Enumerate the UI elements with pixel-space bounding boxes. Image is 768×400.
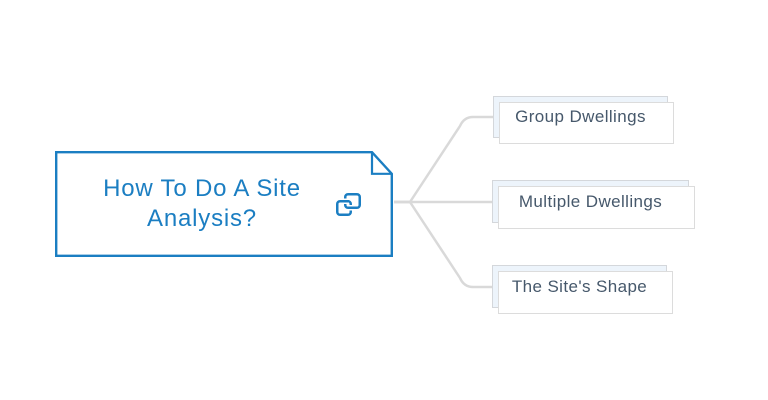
connector-line-top (394, 115, 494, 204)
folded-corner (370, 152, 392, 175)
child-node-the-sites-shape[interactable]: The Site's Shape (492, 265, 673, 314)
root-node[interactable]: How To Do A Site Analysis? (55, 151, 393, 257)
link-icon[interactable] (336, 193, 362, 217)
connector-line-bottom (394, 200, 493, 289)
root-node-title: How To Do A Site Analysis? (103, 175, 301, 232)
note-outline (55, 151, 393, 257)
child-node-group-dwellings[interactable]: Group Dwellings (493, 96, 674, 144)
child-node-multiple-dwellings[interactable]: Multiple Dwellings (492, 180, 695, 229)
child-node-label: Multiple Dwellings (518, 191, 663, 211)
child-node-label: The Site's Shape (511, 276, 648, 296)
child-node-label: Group Dwellings (515, 107, 646, 126)
root-node-shape (55, 151, 393, 257)
